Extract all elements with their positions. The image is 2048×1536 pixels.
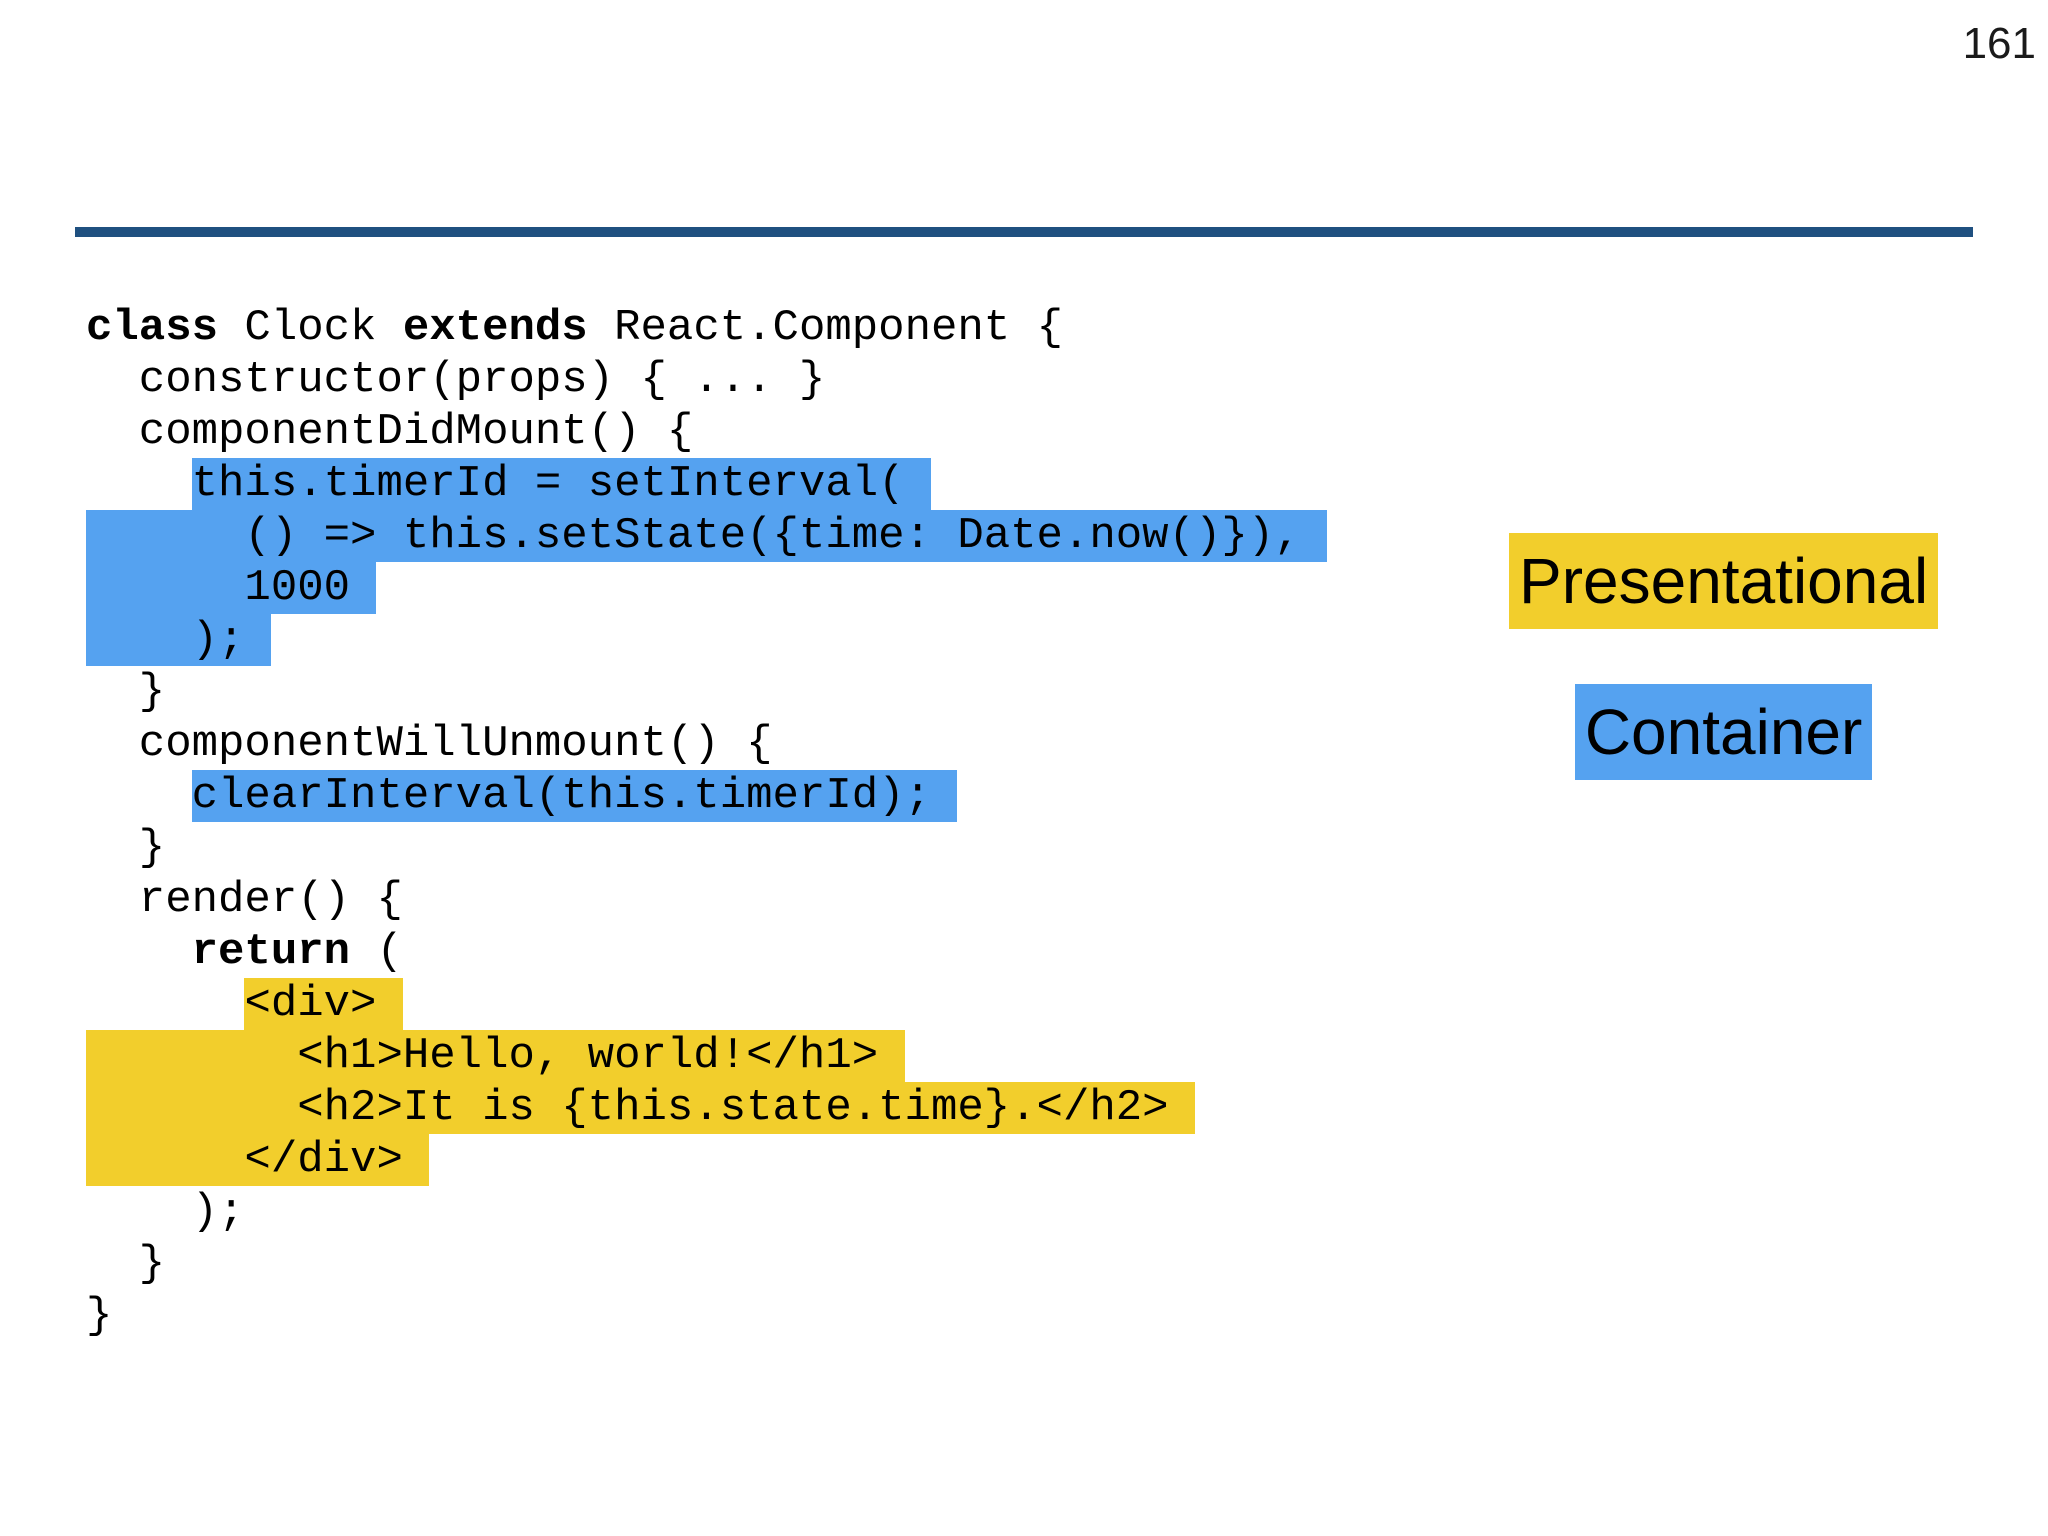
code-line: } <box>86 666 1327 718</box>
code-segment <box>86 978 244 1030</box>
code-line: <h2>It is {this.state.time}.</h2> <box>86 1082 1327 1134</box>
code-line: clearInterval(this.timerId); <box>86 770 1327 822</box>
code-segment: ( <box>350 927 403 977</box>
code-line: </div> <box>86 1134 1327 1186</box>
code-line: return ( <box>86 926 1327 978</box>
code-segment: () => this.setState({time: Date.now()}), <box>86 510 1328 562</box>
page-number: 161 <box>1962 19 2036 68</box>
code-segment: } <box>86 1239 166 1289</box>
code-line: } <box>86 1238 1327 1290</box>
code-segment: } <box>86 1291 113 1341</box>
code-segment: return <box>191 927 351 977</box>
code-segment: constructor(props) { ... } <box>86 355 826 405</box>
code-segment: Clock <box>218 303 403 353</box>
code-line: this.timerId = setInterval( <box>86 458 1327 510</box>
code-line: } <box>86 1290 1327 1342</box>
code-line: 1000 <box>86 562 1327 614</box>
code-line: render() { <box>86 874 1327 926</box>
code-segment: <h1>Hello, world!</h1> <box>86 1030 905 1082</box>
code-segment: render() { <box>86 875 403 925</box>
code-line: componentWillUnmount() { <box>86 718 1327 770</box>
code-line: <h1>Hello, world!</h1> <box>86 1030 1327 1082</box>
code-line: componentDidMount() { <box>86 406 1327 458</box>
code-line: () => this.setState({time: Date.now()}), <box>86 510 1328 562</box>
container-label: Container <box>1574 684 1873 780</box>
code-segment: ); <box>86 1187 245 1237</box>
divider-line <box>75 227 1973 237</box>
code-segment: class <box>86 303 219 353</box>
presentational-label: Presentational <box>1509 533 1939 629</box>
code-segment: } <box>86 667 166 717</box>
code-segment: <div> <box>244 978 403 1030</box>
code-segment: extends <box>402 303 588 353</box>
code-segment: <h2>It is {this.state.time}.</h2> <box>86 1082 1195 1134</box>
code-line: constructor(props) { ... } <box>86 354 1327 406</box>
code-line: class Clock extends React.Component { <box>86 302 1327 354</box>
code-segment: clearInterval(this.timerId); <box>191 770 958 822</box>
code-segment: </div> <box>86 1134 430 1186</box>
code-segment: componentWillUnmount() { <box>86 719 773 769</box>
code-segment <box>86 926 192 978</box>
code-segment <box>86 770 192 822</box>
code-block: class Clock extends React.Component { co… <box>86 302 1328 1342</box>
code-segment: componentDidMount() { <box>86 407 694 457</box>
code-line: <div> <box>86 978 1327 1030</box>
code-line: } <box>86 822 1327 874</box>
code-segment: this.timerId = setInterval( <box>191 458 931 510</box>
code-line: ); <box>86 614 1327 666</box>
code-segment: } <box>86 823 166 873</box>
code-segment: 1000 <box>86 562 377 614</box>
side-labels: Presentational Container <box>1509 533 1939 780</box>
code-segment: ); <box>86 614 271 666</box>
code-segment <box>86 458 192 510</box>
code-segment: React.Component { <box>587 303 1063 353</box>
code-line: ); <box>86 1186 1327 1238</box>
